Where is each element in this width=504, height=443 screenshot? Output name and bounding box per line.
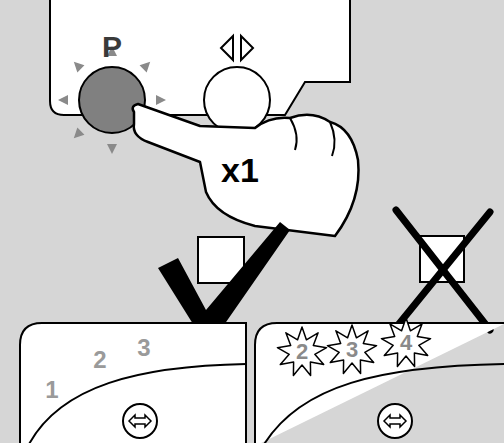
flash-star [381,318,430,367]
press-count: x1 [221,153,259,187]
flash-star [327,325,376,374]
step-number: 3 [137,336,150,360]
arrow-button [378,404,412,438]
flash-stars [277,318,430,376]
cross-mark [394,210,490,330]
display-panel [255,323,504,443]
step-number: 1 [45,378,58,402]
panel-edge [349,8,351,82]
flash-star [277,327,326,376]
flash-number: 3 [346,339,358,361]
double-arrow [129,415,151,427]
hand [133,104,359,236]
direction-symbol [221,36,253,60]
step-number: 2 [93,348,106,372]
dial-arc [263,364,504,443]
arrow-button [123,404,157,438]
dial-arc [28,364,246,443]
display-panel [20,323,246,443]
button-letter: P [102,32,122,62]
flash-number: 4 [400,332,412,354]
hand-knuckles [290,118,335,156]
flash-number: 2 [296,341,308,363]
double-arrow [384,415,406,427]
